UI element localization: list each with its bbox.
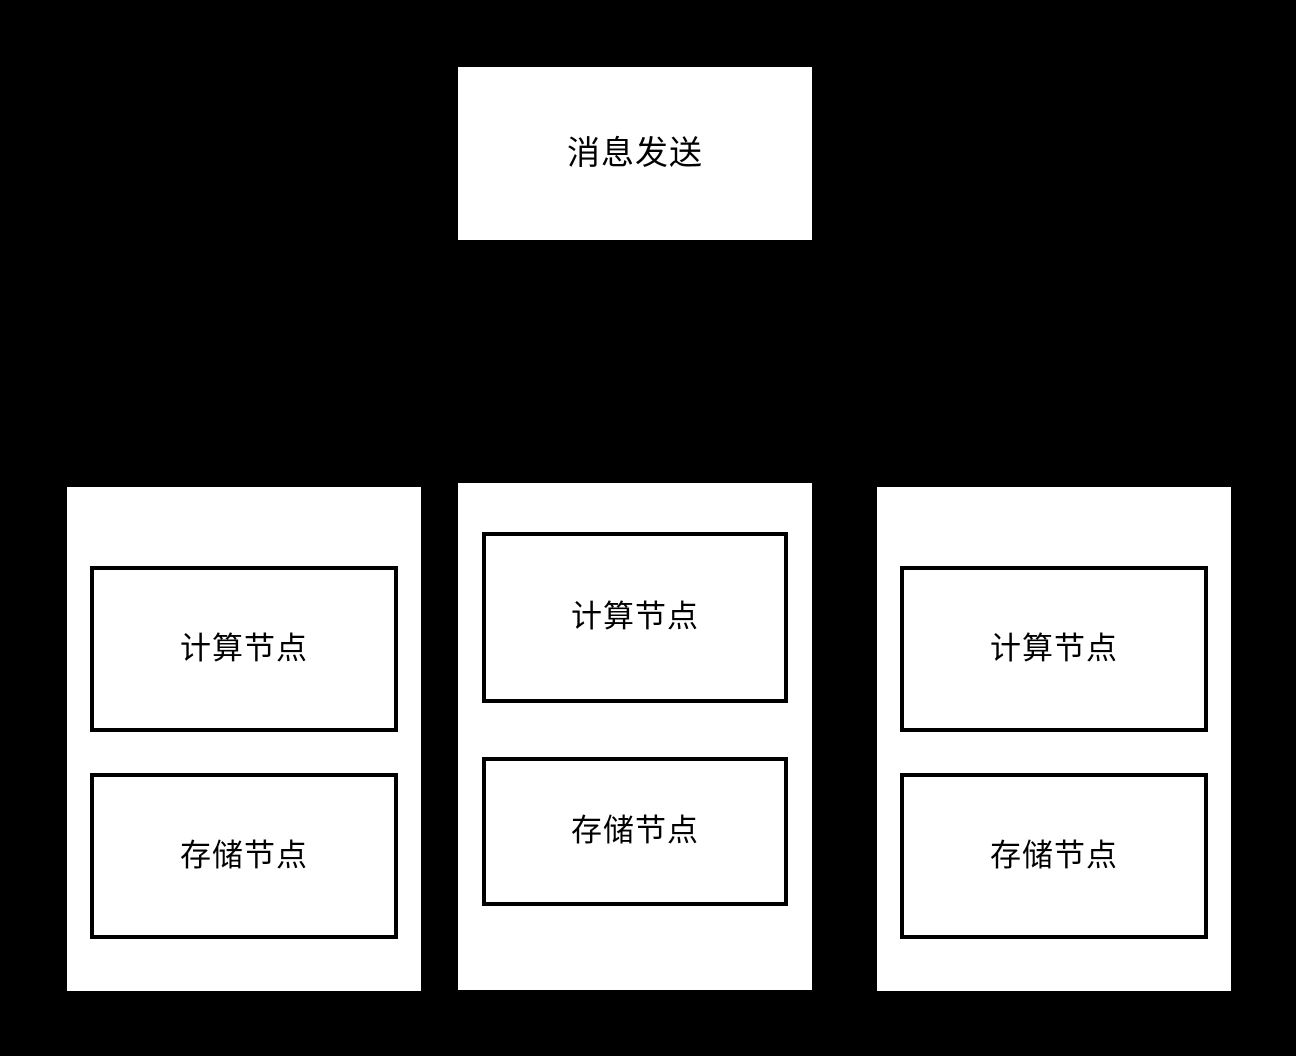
node-group-1-panel[interactable]: 计算节点 存储节点 — [67, 487, 421, 991]
message-send-box[interactable]: 消息发送 — [458, 67, 812, 240]
node-group-3-compute-node-label: 计算节点 — [990, 630, 1118, 667]
node-group-3-compute-node-box[interactable]: 计算节点 — [900, 566, 1208, 732]
node-group-1-compute-node-box[interactable]: 计算节点 — [90, 566, 398, 732]
node-group-2-storage-node-label: 存储节点 — [571, 813, 699, 850]
message-send-label: 消息发送 — [567, 133, 703, 173]
node-group-2-panel[interactable]: 计算节点 存储节点 — [458, 483, 812, 990]
node-group-1-storage-node-box[interactable]: 存储节点 — [90, 773, 398, 939]
node-group-2-compute-node-label: 计算节点 — [571, 599, 699, 636]
node-group-3-storage-node-box[interactable]: 存储节点 — [900, 773, 1208, 939]
node-group-3-panel[interactable]: 计算节点 存储节点 — [877, 487, 1231, 991]
node-group-2-compute-node-box[interactable]: 计算节点 — [482, 532, 788, 703]
node-group-1-compute-node-label: 计算节点 — [180, 630, 308, 667]
node-group-2-storage-node-box[interactable]: 存储节点 — [482, 757, 788, 906]
node-group-1-storage-node-label: 存储节点 — [180, 837, 308, 874]
node-group-3-storage-node-label: 存储节点 — [990, 837, 1118, 874]
